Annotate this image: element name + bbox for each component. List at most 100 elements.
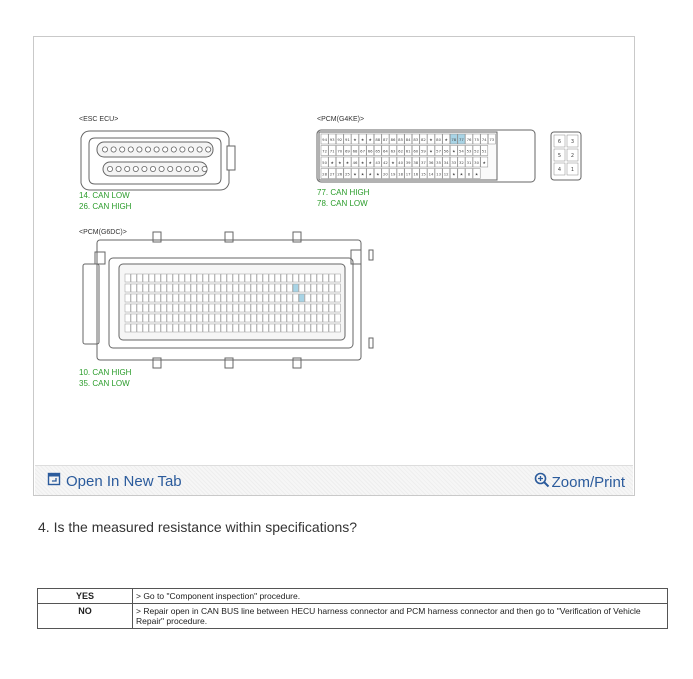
g6dc-pin-cell xyxy=(238,283,245,293)
g6dc-pin-cell xyxy=(250,313,257,323)
zoom-print-button[interactable]: Zoom/Print xyxy=(534,472,625,492)
g6dc-pin-cell xyxy=(178,283,185,293)
g4ke-pin-number: 31 xyxy=(467,160,472,165)
g6dc-pin-cell xyxy=(130,303,137,313)
answer-table: YES > Go to "Component inspection" proce… xyxy=(37,588,668,629)
g4ke-pin-cell xyxy=(434,145,443,156)
g6dc-pin-cell xyxy=(274,283,281,293)
g4ke-pin-number: 16 xyxy=(413,171,418,176)
g4ke-pin-cell xyxy=(373,133,382,145)
g6dc-pin-cell xyxy=(238,303,245,313)
g6dc-pin-cell xyxy=(226,293,233,303)
g6dc-pin-cell xyxy=(232,293,239,303)
g6dc-pin-cell xyxy=(202,273,209,283)
g6dc-pin-cell xyxy=(250,273,257,283)
g6dc-pin-cell xyxy=(184,273,191,283)
g6dc-pin-cell xyxy=(316,303,323,313)
g6dc-pin-cell xyxy=(274,273,281,283)
g6dc-pin-cell xyxy=(184,293,191,303)
g6dc-pin-cell xyxy=(214,313,221,323)
g4ke-pin-cell xyxy=(335,145,344,156)
g6dc-pin-cell xyxy=(190,293,197,303)
g4ke-pin-number: 65 xyxy=(375,148,380,153)
pcm-g4ke-title: <PCM(G4KE)> xyxy=(317,116,365,123)
g4ke-pin-number: 40 xyxy=(398,160,403,165)
g6dc-pin-cell xyxy=(274,313,281,323)
g4ke-pin-number: ★ xyxy=(475,171,479,176)
g6dc-pin-cell xyxy=(280,283,287,293)
esc-pin xyxy=(167,165,174,172)
g4ke-pin-number: 70 xyxy=(337,148,342,153)
g6dc-pin-cell xyxy=(292,273,299,283)
g6dc-pin-cell xyxy=(166,273,173,283)
g4ke-pin-number: 67 xyxy=(360,148,365,153)
g4ke-pin-cell xyxy=(449,168,458,179)
g4ke-pin-number: ★ xyxy=(376,171,380,176)
pcm-g6dc-pin-grid xyxy=(124,273,341,333)
g6dc-pin-cell xyxy=(154,313,161,323)
g6dc-pin-cell xyxy=(136,283,143,293)
g6dc-pin-cell xyxy=(196,303,203,313)
g6dc-pin-cell xyxy=(208,313,215,323)
g4ke-pin-number: 53 xyxy=(467,148,472,153)
g6dc-pin-cell xyxy=(322,313,329,323)
g4ke-pin-cell xyxy=(366,133,375,145)
g6dc-pin-cell xyxy=(304,303,311,313)
g4ke-pin-cell xyxy=(396,145,405,156)
g6dc-pin-cell xyxy=(226,313,233,323)
open-tab-icon xyxy=(47,472,61,490)
g4ke-pin-number: 78 xyxy=(451,137,456,142)
g6dc-pin-cell xyxy=(322,293,329,303)
g6dc-pin-cell xyxy=(202,303,209,313)
g6dc-pin-cell xyxy=(298,273,305,283)
g4ke-pin-number: 59 xyxy=(421,148,426,153)
g6dc-pin-cell xyxy=(196,293,203,303)
g4ke-pin-cell xyxy=(358,133,367,145)
g4ke-pin-cell xyxy=(335,156,344,168)
g6dc-pin-cell xyxy=(148,323,155,333)
g4ke-pin-cell xyxy=(351,156,359,168)
g6dc-pin-cell xyxy=(220,293,227,303)
g6dc-pin-cell xyxy=(328,293,335,303)
g6dc-pin-cell xyxy=(136,303,143,313)
g4ke-pin-number: ★ xyxy=(452,148,456,153)
g6dc-pin-cell xyxy=(304,293,311,303)
g4ke-pin-number: 18 xyxy=(398,171,403,176)
esc-pin xyxy=(115,165,122,172)
g6dc-pin-cell xyxy=(268,273,275,283)
g6dc-pin-cell xyxy=(190,303,197,313)
g4ke-pin-number: 73 xyxy=(489,137,494,142)
g6dc-pin-cell xyxy=(274,293,281,303)
g6dc-pin-cell xyxy=(130,273,137,283)
g4ke-pin-label: 78. CAN LOW xyxy=(317,199,368,208)
g4ke-pin-number: ★ xyxy=(353,171,357,176)
g4ke-pin-number: ★ xyxy=(460,171,464,176)
g4ke-pin-number: 37 xyxy=(421,160,426,165)
g6dc-pin-cell xyxy=(310,293,317,303)
g6dc-pin-cell xyxy=(154,283,161,293)
answer-key: NO xyxy=(37,603,133,629)
g4ke-pin-number: 1 xyxy=(571,167,574,173)
open-in-new-tab-button[interactable]: Open In New Tab xyxy=(47,472,182,490)
g4ke-pin-number: 88 xyxy=(375,137,380,142)
g6dc-pin-cell xyxy=(298,283,305,293)
g4ke-pin-cell xyxy=(381,133,390,145)
g4ke-pin-number: 32 xyxy=(459,160,464,165)
g6dc-pin-cell xyxy=(280,273,287,283)
g4ke-pin-number: ★ xyxy=(368,137,372,142)
g4ke-pin-number: 4 xyxy=(558,167,561,173)
g4ke-pin-cell xyxy=(553,148,566,162)
g6dc-pin-cell xyxy=(310,283,317,293)
g4ke-pin-number: ★ xyxy=(338,160,342,165)
g6dc-pin-cell xyxy=(142,273,149,283)
esc-pin xyxy=(153,146,160,153)
g4ke-pin-number: 13 xyxy=(436,171,441,176)
g4ke-pin-cell xyxy=(465,145,473,156)
g4ke-pin-number: 8 xyxy=(468,171,471,176)
g4ke-pin-number: 39 xyxy=(406,160,411,165)
g4ke-pin-cell xyxy=(351,145,359,156)
g6dc-pin-cell xyxy=(154,293,161,303)
g6dc-pin-cell xyxy=(148,303,155,313)
